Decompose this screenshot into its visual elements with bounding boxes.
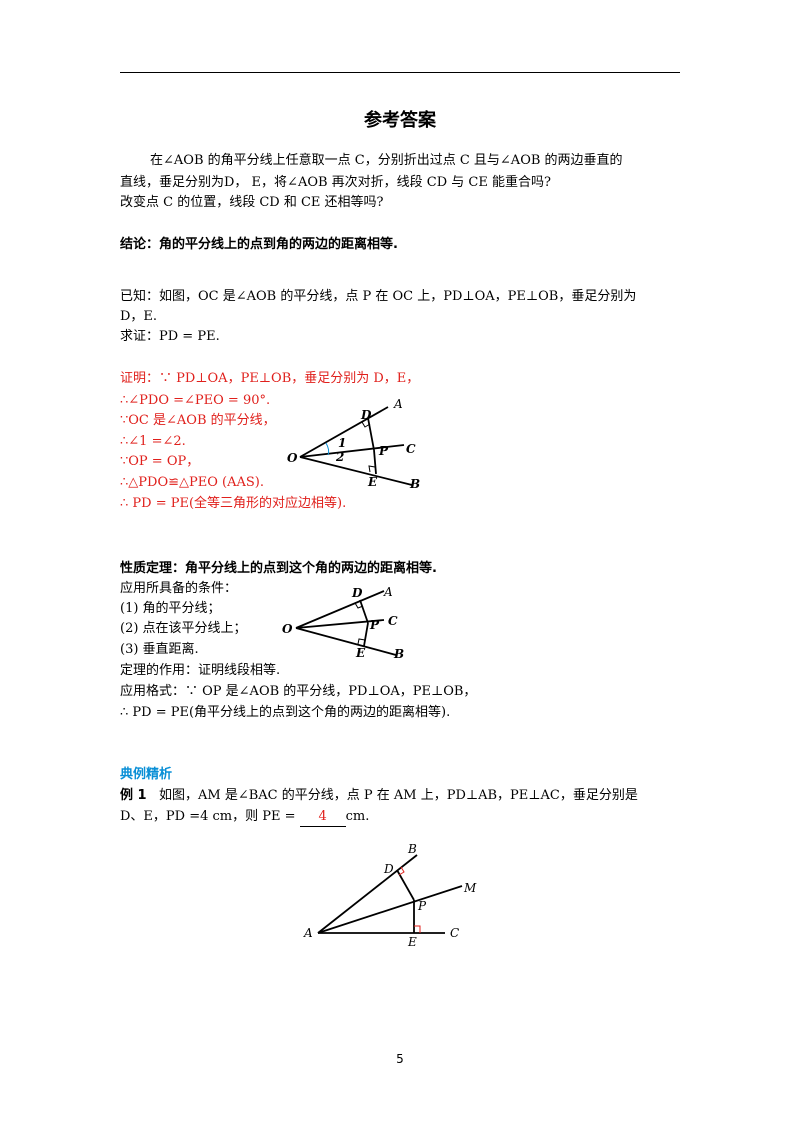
fig3-label-p: P [417,899,427,913]
proof-line-3: ∵OC 是∠AOB 的平分线， [120,413,276,428]
usage-line-2: 应用格式：∵ OP 是∠AOB 的平分线，PD⊥OA，PE⊥OB， [120,684,477,699]
example-1-question: 如图，AM 是∠BAC 的平分线，点 P 在 AM 上，PD⊥AB，PE⊥AC，… [158,788,638,803]
given-line-2: D，E. [120,309,158,324]
example-heading: 典例精析 [120,767,173,782]
figure-1-angle-bisector: O A B C D E P 1 2 [287,397,420,491]
usage-line-3: ∴ PD = PE(角平分线上的点到这个角的两边的距离相等). [120,705,451,720]
fig1-label-a: A [393,397,403,411]
fig2-label-a: A [383,585,393,599]
fig1-angle-2: 2 [335,450,344,464]
example-1-given: D、E，PD =4 cm，则 PE = [120,809,296,824]
fig2-label-e: E [355,646,366,660]
intro-line-2: 直线，垂足分别为D， E，将∠AOB 再次对折，线段 CD 与 CE 能重合吗? [120,175,551,190]
condition-2: (2) 点在该平分线上； [120,621,247,636]
fig3-label-a: A [303,926,313,940]
figure-3-example: A B C D E M P [303,842,477,948]
fig1-label-c: C [406,442,416,456]
proof-line-1: 证明：∵ PD⊥OA，PE⊥OB，垂足分别为 D，E， [120,371,420,386]
fig2-label-c: C [388,614,398,628]
header-rule [120,72,680,73]
answer-blank: 4 [299,808,346,827]
example-1-label: 例 1 [120,788,147,803]
fig1-angle-1: 1 [338,436,346,450]
given-line-1: 已知：如图，OC 是∠AOB 的平分线，点 P 在 OC 上，PD⊥OA，PE⊥… [120,289,637,304]
fig3-label-e: E [407,935,417,948]
page-title: 参考答案 [364,110,436,131]
example-1-line-2: D、E，PD =4 cm，则 PE = 4 cm. [120,808,369,827]
fig1-label-e: E [367,475,378,489]
fig2-label-o: O [282,622,293,636]
example-1-unit: cm. [345,809,370,824]
page-number: 5 [396,1052,404,1066]
theorem: 性质定理：角平分线上的点到这个角的两边的距离相等. [120,561,437,576]
fig3-label-c: C [450,926,459,940]
fig3-label-m: M [463,881,477,895]
fig1-label-d: D [360,408,372,422]
fig3-label-b: B [407,842,417,856]
fig3-label-d: D [383,862,394,876]
condition-1: (1) 角的平分线； [120,601,221,616]
proof-line-7: ∴ PD = PE(全等三角形的对应边相等). [120,496,347,511]
intro-line-1: 在∠AOB 的角平分线上任意取一点 C，分别折出过点 C 且与∠AOB 的两边垂… [150,153,623,168]
fig2-label-p: P [369,618,380,632]
prove-statement: 求证：PD = PE. [120,329,220,344]
fig1-label-p: P [378,444,389,458]
fig1-label-b: B [409,477,420,491]
intro-line-3: 改变点 C 的位置，线段 CD 和 CE 还相等吗? [120,195,384,210]
usage-line-1: 定理的作用：证明线段相等. [120,663,281,678]
proof-line-2: ∴∠PDO =∠PEO = 90°. [120,393,271,408]
fig2-label-b: B [393,647,404,661]
fig2-label-d: D [351,586,363,600]
proof-line-6: ∴△PDO≌△PEO (AAS). [120,475,264,490]
proof-line-4: ∴∠1 =∠2. [120,434,186,449]
proof-line-5: ∵OP = OP， [120,454,200,469]
answer-value: 4 [318,809,327,824]
example-1-line-1: 例 1 如图，AM 是∠BAC 的平分线，点 P 在 AM 上，PD⊥AB，PE… [120,787,638,805]
condition-3: (3) 垂直距离. [120,642,199,657]
fig1-label-o: O [287,451,298,465]
conclusion: 结论：角的平分线上的点到角的两边的距离相等. [120,237,398,252]
figure-2-angle-bisector: O A B C D E P [282,585,404,661]
conditions-heading: 应用所具备的条件： [120,581,238,596]
